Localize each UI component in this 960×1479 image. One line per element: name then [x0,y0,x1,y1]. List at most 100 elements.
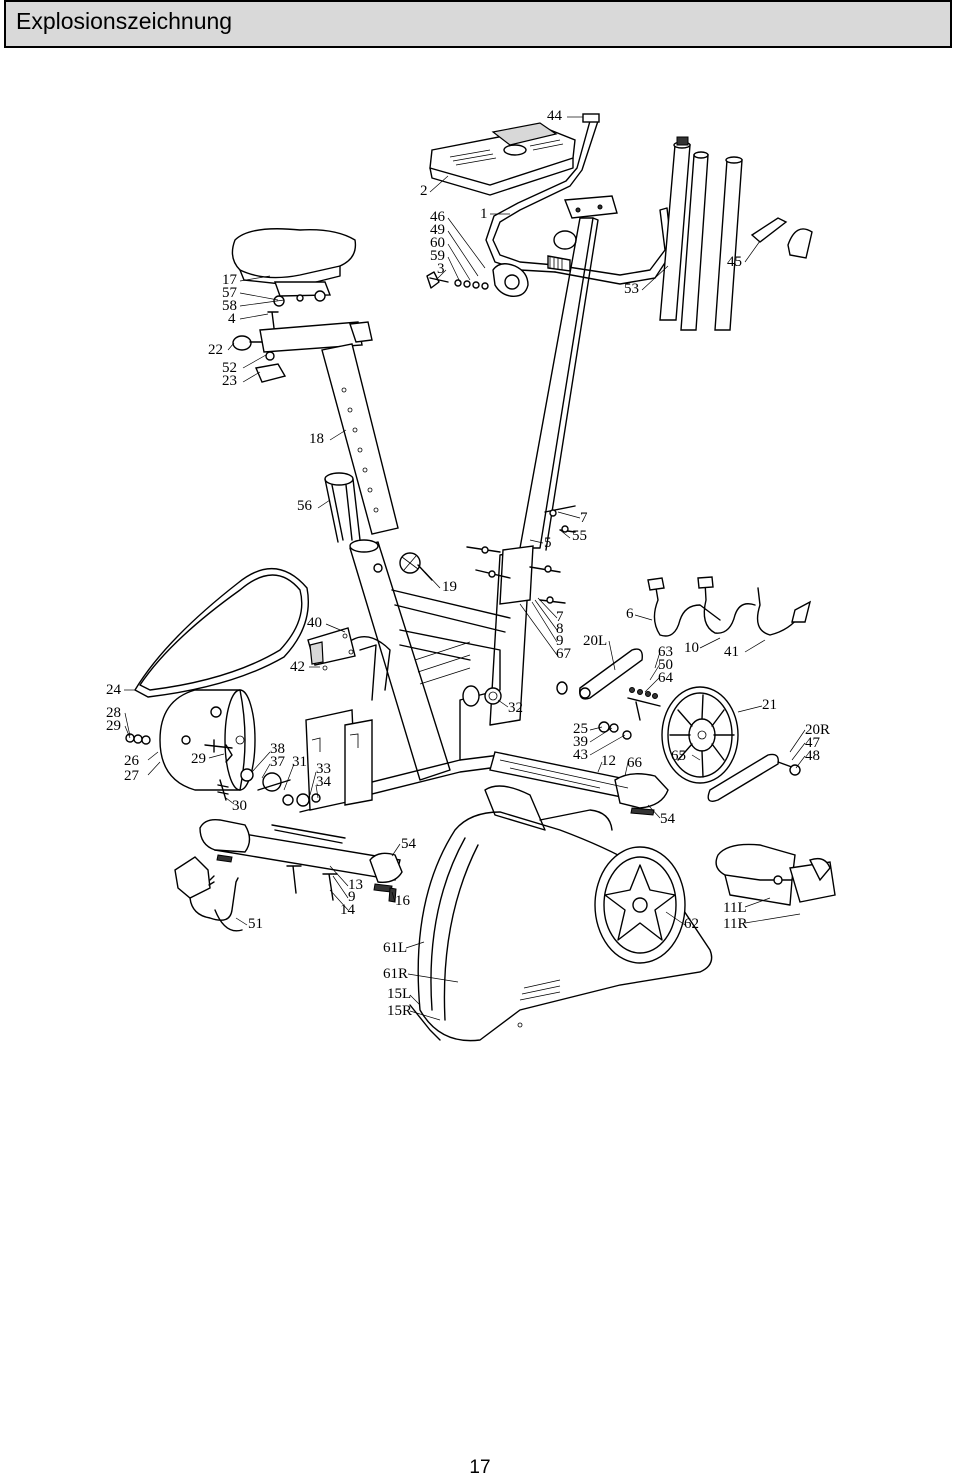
callout-29-left: 29 [106,718,121,734]
callout-15R: 15R [387,1003,413,1019]
callout-52: 52 [222,360,237,376]
page-number: 17 [469,1457,491,1478]
callout-46: 46 [430,209,445,225]
seat-post-bushing [324,472,361,543]
callout-62: 62 [684,916,699,932]
console [429,122,576,196]
front-post [519,195,618,551]
callout-24: 24 [106,682,121,698]
flywheel-hardware [125,733,233,801]
callout-4: 4 [228,311,236,327]
seat [231,228,357,329]
flywheel [159,689,256,791]
front-stabilizer [489,751,669,816]
callout-6: 6 [626,606,634,622]
callout-7-lower: 7 [556,609,564,625]
callout-19: 19 [442,579,457,595]
callout-59: 59 [430,248,445,264]
callout-17: 17 [222,272,237,288]
callout-50: 50 [658,657,673,673]
callout-43: 43 [573,747,588,763]
callout-65: 65 [671,748,686,764]
callout-9-lower: 9 [348,889,356,905]
callout-34: 34 [316,774,331,790]
callout-5: 5 [544,535,552,551]
callout-40: 40 [307,615,322,631]
callout-23: 23 [222,373,237,389]
rear-stabilizer [199,818,403,893]
callout-7-upper: 7 [580,510,588,526]
callout-15L: 15L [387,986,412,1002]
bracket-plates [305,636,391,811]
sensor-wires [647,576,812,637]
callout-14: 14 [340,902,355,918]
callout-48: 48 [805,748,820,764]
callout-16: 16 [395,893,410,909]
callout-60: 60 [430,235,445,251]
callout-2: 2 [420,183,428,199]
callout-54-left: 54 [401,836,416,852]
callout-8: 8 [556,621,564,637]
crank-hardware [627,687,661,721]
callout-61R: 61R [383,966,409,982]
brake-bracket [307,627,356,671]
handle-tubes [659,136,813,331]
cover-disc [594,846,686,964]
callout-41: 41 [724,644,739,660]
callout-27: 27 [124,768,139,784]
belt [134,568,309,698]
left-crank [556,648,643,700]
callout-67: 67 [556,646,571,662]
leader-lines [124,116,806,1021]
callout-57: 57 [222,285,237,301]
tension-knob [399,552,433,581]
seat-post [321,343,399,535]
callout-56: 56 [297,498,312,514]
callout-63: 63 [658,644,673,660]
callout-33: 33 [316,761,331,777]
callout-45: 45 [727,254,742,270]
callout-61L: 61L [383,940,408,956]
callout-30: 30 [232,798,247,814]
right-crank [707,753,801,802]
callout-26: 26 [124,753,139,769]
callout-3: 3 [437,261,445,277]
callout-44: 44 [547,108,562,124]
callout-66: 66 [627,755,642,771]
callout-11R: 11R [723,916,748,932]
callout-12: 12 [601,753,616,769]
pulse-sensor [426,263,529,297]
callout-42: 42 [290,659,305,675]
page-title: Explosionszeichnung [16,8,233,34]
idler-parts [240,768,321,807]
callout-20L: 20L [583,633,608,649]
pedal [715,843,836,906]
callout-29-center: 29 [191,751,206,767]
header-bar: Explosionszeichnung [4,0,952,48]
callout-9-upper: 9 [556,633,564,649]
handlebar [485,113,673,285]
callout-11L: 11L [723,900,747,916]
callout-28: 28 [106,705,121,721]
callout-21: 21 [762,697,777,713]
callout-55: 55 [572,528,587,544]
callout-53: 53 [624,281,639,297]
callout-38: 38 [270,741,285,757]
bearing-washers [598,721,632,740]
callout-39: 39 [573,734,588,750]
callout-31: 31 [292,754,307,770]
callout-47: 47 [805,735,820,751]
callout-58: 58 [222,298,237,314]
callout-1: 1 [480,206,488,222]
post-bolts [466,505,576,604]
callout-25: 25 [573,721,588,737]
callout-20R: 20R [805,722,831,738]
seat-slider [232,321,373,383]
callout-10: 10 [684,640,699,656]
callout-54-right: 54 [660,811,675,827]
callout-32: 32 [508,700,523,716]
callout-51: 51 [248,916,263,932]
callout-49: 49 [430,222,445,238]
callout-18: 18 [309,431,324,447]
